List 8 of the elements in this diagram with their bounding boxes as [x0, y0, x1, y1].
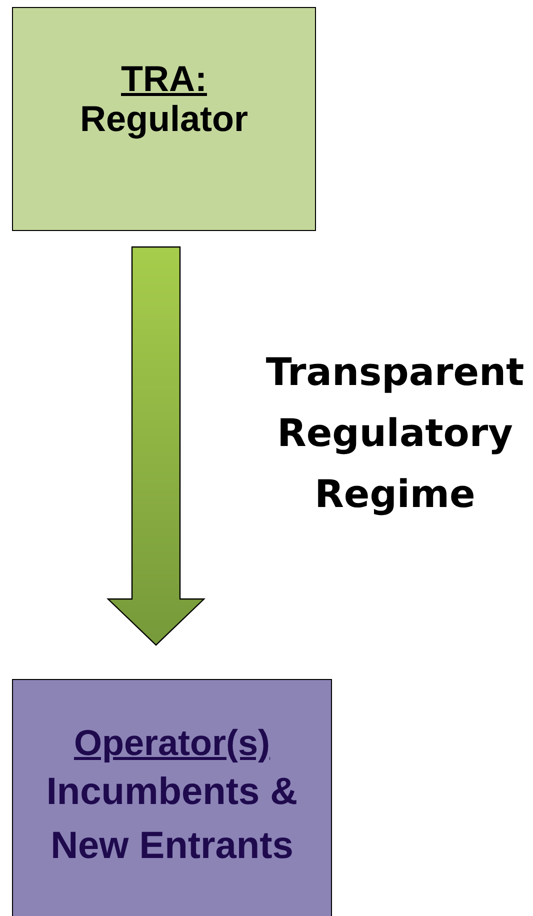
heading: Operator(s) [74, 723, 270, 765]
body-text: Incumbents & New Entrants [45, 770, 299, 869]
body-text: Regulator [80, 99, 248, 139]
heading: TRA: [121, 59, 207, 99]
edge-label: Transparent Regulatory Regime [264, 349, 526, 518]
box [12, 7, 316, 231]
box [12, 679, 332, 916]
block-arrow [106, 246, 206, 646]
